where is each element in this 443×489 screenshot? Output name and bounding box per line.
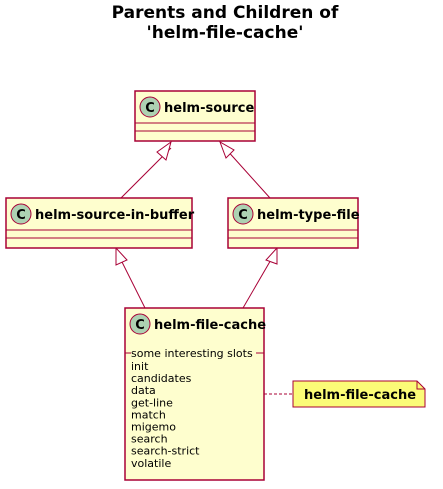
slot-item: candidates [131,372,192,385]
class-helm-source[interactable]: C helm-source [134,90,256,142]
edge-filecache-to-typefile [242,257,273,309]
slot-item: match [131,408,166,421]
arrowhead-typefile-to-source [219,140,235,159]
slot-item: init [131,360,149,373]
note-helm-file-cache[interactable]: helm-file-cache [292,380,426,408]
class-stereotype-icon [232,203,254,225]
slots-section-label: some interesting slots [131,347,253,360]
slot-item: search [131,433,168,446]
slot-item: search-strict [131,445,200,458]
class-stereotype-icon [10,203,32,225]
slot-item: get-line [131,396,173,409]
slot-item: volatile [131,457,171,470]
slot-item: migemo [131,421,176,434]
slot-item: data [131,384,156,397]
class-stereotype-letter: C [16,208,26,223]
class-helm-type-file[interactable]: C helm-type-file [227,197,360,249]
note-fold [416,381,425,390]
edge-typefile-to-source [224,147,271,199]
class-helm-file-cache[interactable]: C helm-file-cache some interesting slots… [124,307,266,481]
edge-filecache-to-buffer [119,257,146,309]
slot-list: initcandidatesdataget-linematchmigemosea… [131,360,200,470]
class-name: helm-type-file [257,208,360,223]
class-stereotype-letter: C [135,318,145,333]
class-helm-source-in-buffer[interactable]: C helm-source-in-buffer [5,197,195,249]
arrowhead-filecache-to-typefile [265,246,278,265]
note-body [292,380,426,408]
class-stereotype-icon [129,313,151,335]
class-stereotype-letter: C [145,101,155,116]
class-name: helm-source [164,101,255,116]
diagram-title-line-1: Parents and Children of [112,3,339,23]
diagram-title-line-2: 'helm-file-cache' [147,23,304,43]
note-text: helm-file-cache [304,388,416,403]
arrowhead-filecache-to-buffer [115,246,128,266]
class-name: helm-file-cache [154,318,266,333]
class-stereotype-icon [139,96,161,118]
class-name: helm-source-in-buffer [35,208,195,223]
inheritance-edges [115,140,278,309]
class-stereotype-letter: C [238,208,248,223]
arrowhead-buffer-to-source [156,140,172,161]
